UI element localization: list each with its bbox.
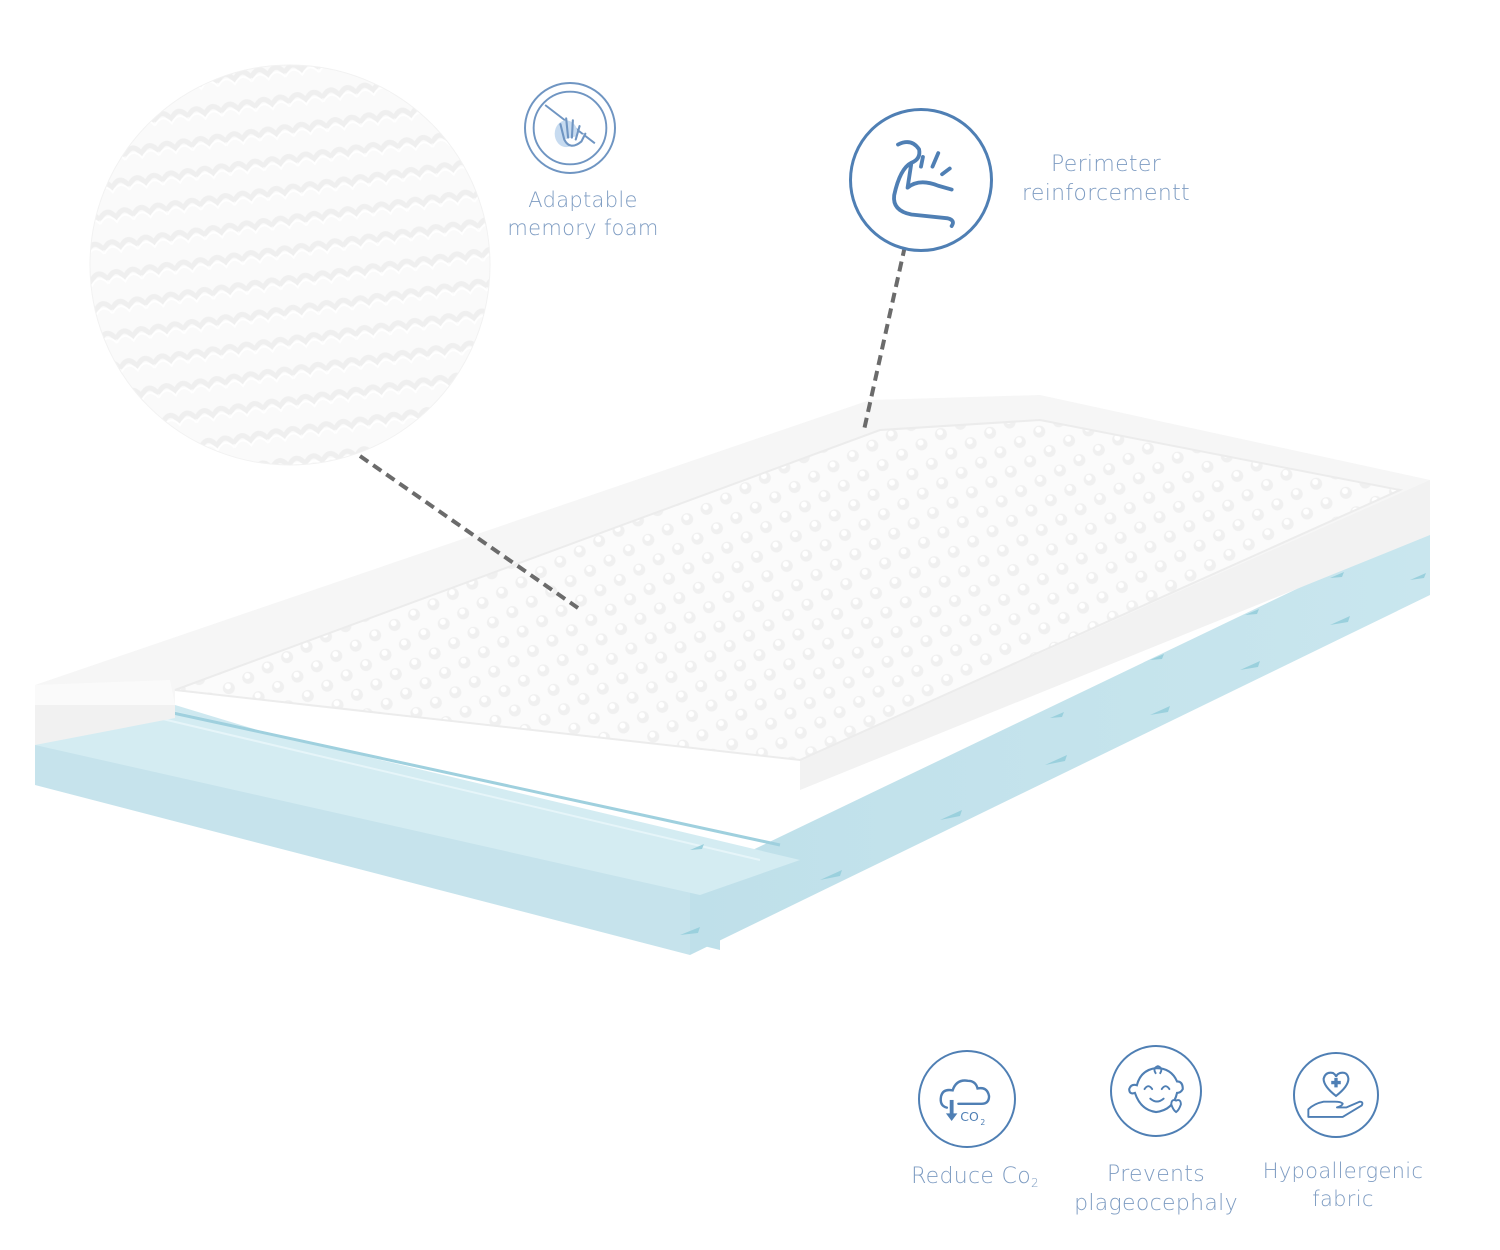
- base-foam-side: [690, 525, 1430, 955]
- side-notches: [680, 535, 1426, 935]
- hand-press-icon: [532, 90, 608, 166]
- svg-text:2: 2: [980, 1118, 985, 1127]
- flexed-arm-icon: [892, 140, 955, 228]
- feature-badge-hypoallergenic: [1293, 1052, 1379, 1138]
- feature-label-hypoallergenic: Hypoallergenic fabric: [1262, 1159, 1424, 1211]
- memory-foam-label: Adaptable memory foam: [507, 188, 659, 240]
- memory-foam-icon-badge: [524, 82, 616, 174]
- foam-texture-closeup: [90, 65, 490, 465]
- baby-face-icon: [1128, 1065, 1184, 1114]
- perimeter-label: Perimeter reinforcementt: [1022, 152, 1190, 206]
- perimeter-icon-badge: [849, 108, 993, 252]
- leader-line-memory-foam: [358, 454, 580, 610]
- feature-label-plageocephaly: Prevents plageocephaly: [1074, 1162, 1238, 1216]
- cloud-co2-down-icon: CO 2: [939, 1079, 991, 1127]
- hand-heart-cross-icon: [1307, 1071, 1364, 1118]
- svg-text:CO: CO: [960, 1109, 979, 1124]
- eggcrate-surface: [175, 420, 1400, 760]
- feature-badge-plageocephaly: [1110, 1045, 1202, 1137]
- feature-badge-reduce-co2: CO 2: [918, 1050, 1016, 1148]
- feature-label-reduce-co2: Reduce Co2: [911, 1164, 1039, 1190]
